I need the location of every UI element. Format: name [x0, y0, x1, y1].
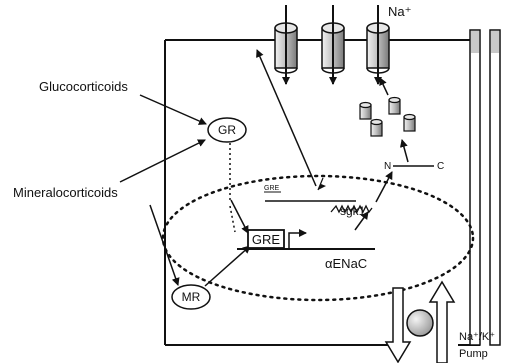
mr-receptor: MR	[172, 285, 210, 309]
subunit-icon	[404, 115, 415, 132]
aenac-label: αENaC	[325, 256, 367, 271]
enac-channel-2	[322, 5, 344, 84]
glucocorticoid-to-gr-arrow	[140, 95, 206, 124]
glucocorticoids-label: Glucocorticoids	[39, 79, 128, 94]
pump-label-line1: Na⁺/K⁺	[459, 331, 495, 343]
enac-channel-1	[275, 5, 297, 84]
gr-to-gre-arrow	[231, 200, 248, 233]
assembly-arrow	[380, 78, 388, 95]
sodium-ion-label: Na⁺	[388, 4, 411, 19]
adjacent-cell-wall	[470, 30, 500, 345]
mrna-to-protein-arrow	[376, 172, 392, 202]
tight-junction-2	[491, 31, 499, 53]
aenac-gene: GRE αENaC	[237, 230, 375, 271]
enac-channel-3	[367, 5, 389, 84]
enac-subunits	[360, 98, 415, 137]
mr-label: MR	[182, 290, 201, 304]
gr-label: GR	[218, 123, 236, 137]
subunit-icon	[371, 120, 382, 137]
mineralocorticoid-to-gr-arrow	[120, 140, 205, 182]
pump-icon	[407, 310, 433, 336]
mr-to-gre-arrow	[205, 246, 250, 286]
protein-to-subunit-arrow	[402, 140, 408, 162]
transcription-start-arrow	[289, 233, 306, 248]
pump-label-line2: Pump	[459, 348, 488, 360]
subunit-icon	[360, 103, 371, 120]
na-k-pump	[386, 282, 454, 363]
n-terminal-label: N	[384, 161, 391, 172]
gre-small-label: GRE	[264, 185, 280, 192]
gre-box-label: GRE	[252, 232, 281, 247]
tight-junction	[471, 31, 479, 53]
c-terminal-label: C	[437, 161, 444, 172]
subunit-icon	[389, 98, 400, 115]
gr-receptor: GR	[208, 118, 246, 142]
mineralocorticoids-label: Mineralocorticoids	[13, 185, 118, 200]
